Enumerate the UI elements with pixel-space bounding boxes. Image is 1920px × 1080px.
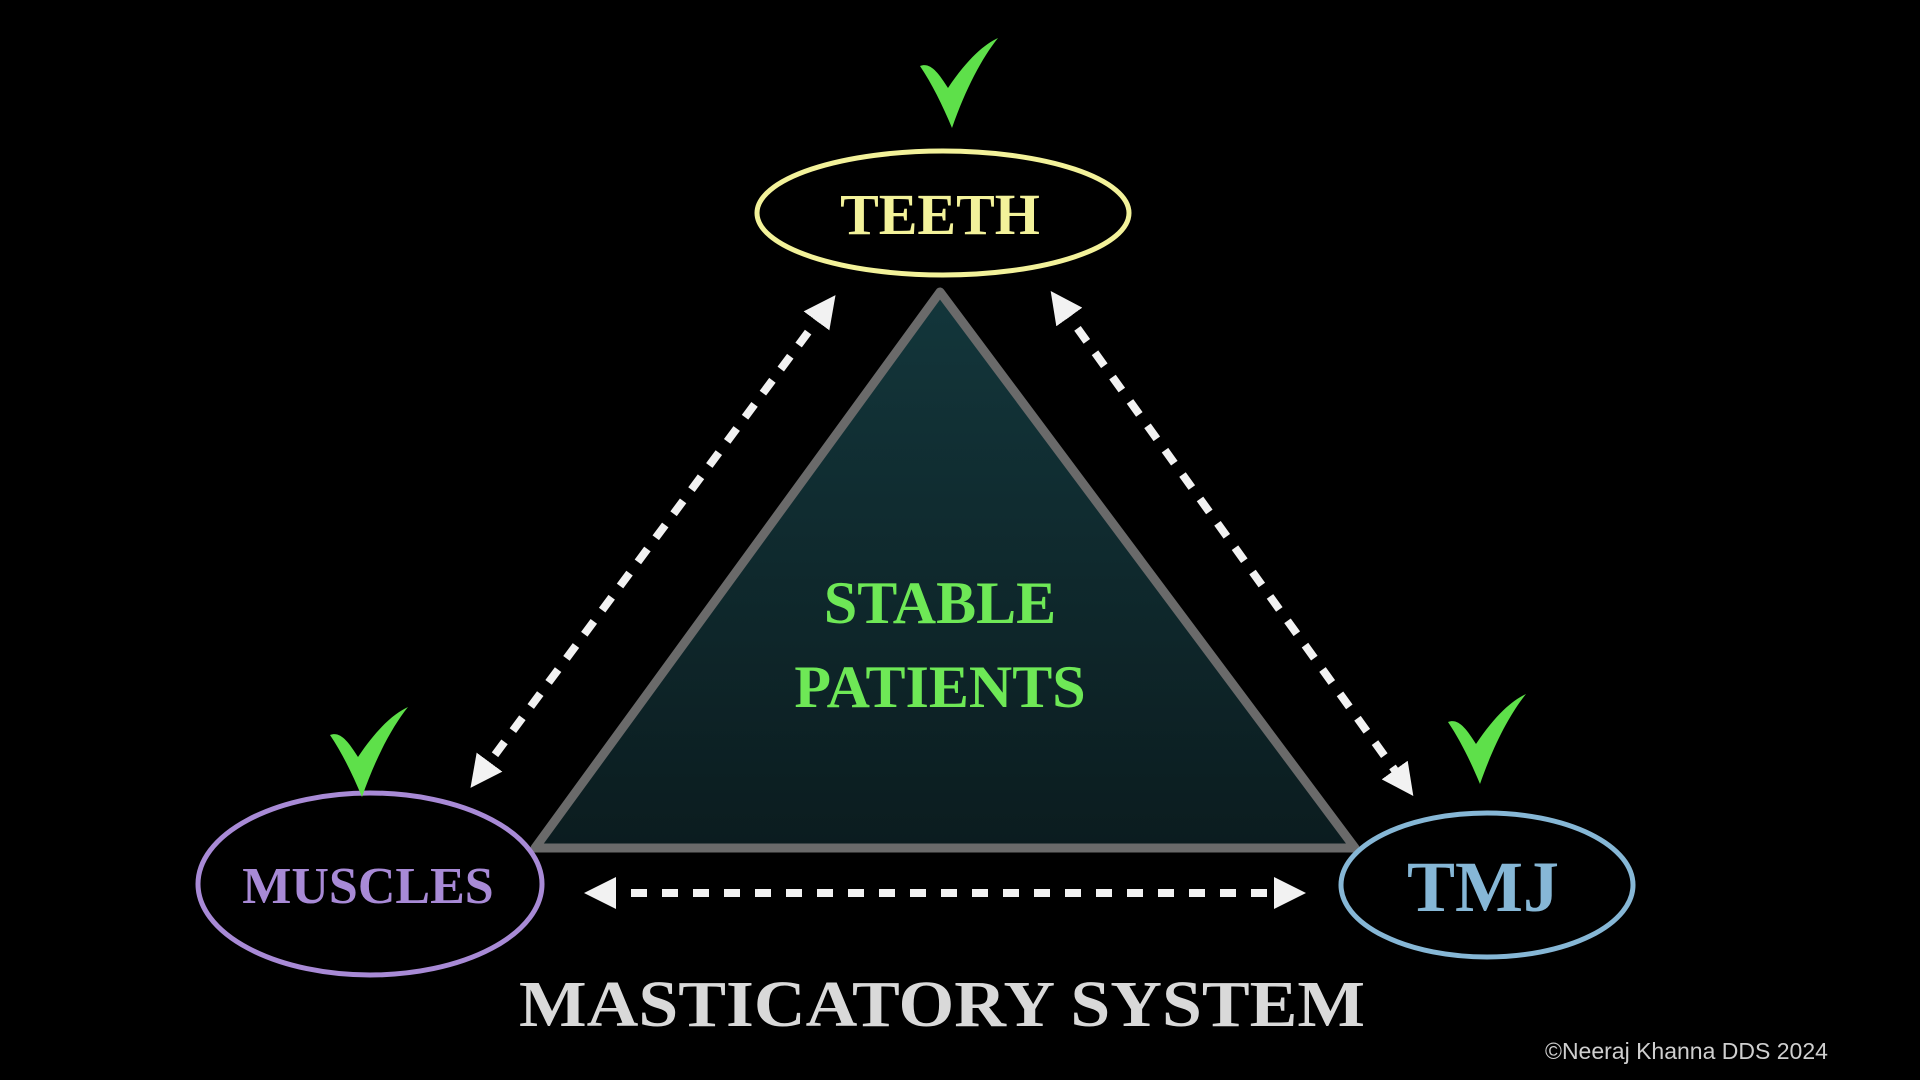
check-mark-icon xyxy=(330,707,408,797)
node-teeth-label: TEETH xyxy=(840,182,1040,247)
node-tmj-label: TMJ xyxy=(1407,847,1559,927)
node-muscles-label: MUSCLES xyxy=(242,858,493,915)
check-mark-icon xyxy=(1448,694,1526,784)
diagram-title: MASTICATORY SYSTEM xyxy=(519,968,1365,1041)
node-muscles: MUSCLES xyxy=(195,790,545,978)
node-teeth: TEETH xyxy=(754,148,1132,278)
center-label-line-2: PATIENTS xyxy=(794,654,1085,720)
copyright-notice: ©Neeraj Khanna DDS 2024 xyxy=(1545,1038,1828,1064)
node-tmj: TMJ xyxy=(1338,810,1636,960)
check-mark-icon xyxy=(920,38,998,128)
center-label-line-1: STABLE xyxy=(824,570,1056,636)
arrow-teeth-muscles xyxy=(470,295,836,788)
arrow-teeth-tmj xyxy=(1050,291,1414,796)
